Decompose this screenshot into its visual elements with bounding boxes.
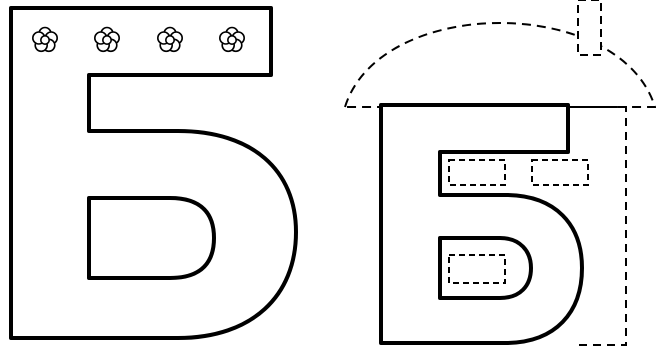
capital-be-outline xyxy=(9,6,298,340)
window-outline xyxy=(448,254,506,284)
house-right-wall-dashed xyxy=(567,106,627,346)
small-be-house xyxy=(344,0,656,346)
small-be-bowl-hole xyxy=(438,236,533,300)
capital-be-letter xyxy=(9,6,298,340)
chimney-dashed xyxy=(577,0,602,56)
capital-be-bowl-hole xyxy=(87,196,216,280)
small-be-outline xyxy=(379,103,584,345)
window-outline xyxy=(531,159,589,186)
house-roof-dashed xyxy=(344,22,656,108)
window-outline xyxy=(448,159,506,186)
